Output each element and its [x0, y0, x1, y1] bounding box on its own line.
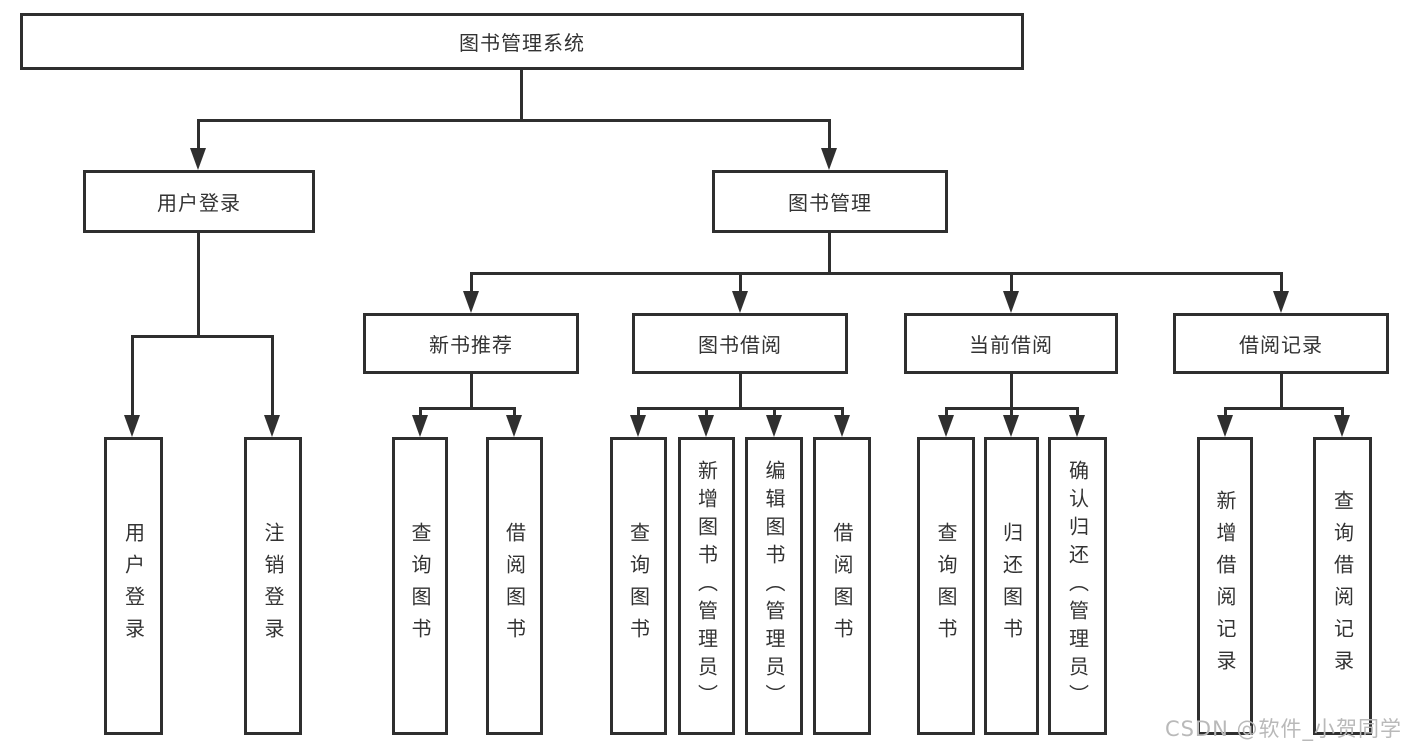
arrowhead-down-icon — [1273, 291, 1289, 313]
node-current-borrow-label: 当前借阅 — [969, 333, 1053, 357]
node-current-borrow: 当前借阅 — [904, 313, 1118, 374]
node-bb-add-book: 新增图书（管理员） — [678, 437, 735, 735]
arrowhead-down-icon — [1003, 415, 1019, 437]
node-bb-borrow-book-label: 借阅图书 — [830, 522, 854, 650]
arrowhead-down-icon — [1217, 415, 1233, 437]
connector-drop — [513, 407, 516, 417]
connector-drop — [470, 272, 473, 293]
connector-drop — [945, 407, 948, 417]
connector-drop — [1076, 407, 1079, 417]
connector-book-mgmt-bar — [470, 272, 1282, 275]
node-cb-query-book-label: 查询图书 — [934, 522, 958, 650]
connector-drop — [419, 407, 422, 417]
connector-borrow-records-bar — [1224, 407, 1344, 410]
node-cb-return-book: 归还图书 — [984, 437, 1039, 735]
node-new-book-rec: 新书推荐 — [363, 313, 579, 374]
connector-drop — [1280, 272, 1283, 293]
connector-current-borrow-stem — [1010, 374, 1013, 407]
connector-drop — [773, 407, 776, 417]
arrowhead-down-icon — [1069, 415, 1085, 437]
node-book-borrow: 图书借阅 — [632, 313, 848, 374]
node-new-book-rec-label: 新书推荐 — [429, 333, 513, 357]
node-bb-borrow-book: 借阅图书 — [813, 437, 871, 735]
csdn-watermark: CSDN @软件_小贺同学 — [1164, 717, 1402, 741]
connector-drop — [841, 407, 844, 417]
connector-drop — [1010, 407, 1013, 417]
node-rec-borrow-book: 借阅图书 — [486, 437, 543, 735]
node-book-mgmt-label: 图书管理 — [788, 191, 872, 215]
arrowhead-down-icon — [821, 148, 837, 170]
connector-drop — [828, 119, 831, 150]
connector-drop — [1341, 407, 1344, 417]
arrowhead-down-icon — [766, 415, 782, 437]
node-cb-query-book: 查询图书 — [917, 437, 975, 735]
node-borrow-records-label: 借阅记录 — [1239, 333, 1323, 357]
node-book-mgmt: 图书管理 — [712, 170, 948, 233]
node-cb-confirm-return: 确认归还（管理员） — [1048, 437, 1107, 735]
connector-drop — [197, 119, 200, 150]
connector-book-mgmt-stem — [828, 233, 831, 272]
node-leaf-logout: 注销登录 — [244, 437, 302, 735]
node-cb-confirm-return-label: 确认归还（管理员） — [1065, 460, 1090, 712]
node-book-borrow-label: 图书借阅 — [698, 333, 782, 357]
node-rec-query-book: 查询图书 — [392, 437, 448, 735]
connector-root-bar — [197, 119, 831, 122]
connector-borrow-records-stem — [1280, 374, 1283, 407]
node-leaf-logout-label: 注销登录 — [261, 522, 285, 650]
node-borrow-records: 借阅记录 — [1173, 313, 1389, 374]
node-br-query-record: 查询借阅记录 — [1313, 437, 1372, 735]
node-br-add-record: 新增借阅记录 — [1197, 437, 1253, 735]
connector-root-stem — [520, 70, 523, 119]
arrowhead-down-icon — [1334, 415, 1350, 437]
connector-book-borrow-bar — [637, 407, 844, 410]
node-user-login: 用户登录 — [83, 170, 315, 233]
connector-drop — [271, 335, 274, 417]
connector-new-book-rec-bar — [419, 407, 516, 410]
node-root-label: 图书管理系统 — [459, 31, 585, 55]
connector-book-borrow-stem — [739, 374, 742, 407]
node-bb-edit-book: 编辑图书（管理员） — [745, 437, 803, 735]
arrowhead-down-icon — [630, 415, 646, 437]
connector-drop — [705, 407, 708, 417]
arrowhead-down-icon — [938, 415, 954, 437]
arrowhead-down-icon — [732, 291, 748, 313]
arrowhead-down-icon — [834, 415, 850, 437]
arrowhead-down-icon — [463, 291, 479, 313]
connector-new-book-rec-stem — [470, 374, 473, 407]
node-bb-add-book-label: 新增图书（管理员） — [694, 460, 719, 712]
node-leaf-user-login: 用户登录 — [104, 437, 163, 735]
arrowhead-down-icon — [124, 415, 140, 437]
connector-drop — [637, 407, 640, 417]
arrowhead-down-icon — [1003, 291, 1019, 313]
node-bb-edit-book-label: 编辑图书（管理员） — [762, 460, 786, 712]
arrowhead-down-icon — [190, 148, 206, 170]
connector-drop — [131, 335, 134, 417]
arrowhead-down-icon — [698, 415, 714, 437]
connector-user-login-bar — [131, 335, 274, 338]
node-br-add-record-label: 新增借阅记录 — [1213, 490, 1237, 682]
node-br-query-record-label: 查询借阅记录 — [1330, 490, 1355, 682]
arrowhead-down-icon — [412, 415, 428, 437]
node-bb-query-book-label: 查询图书 — [626, 522, 651, 650]
node-bb-query-book: 查询图书 — [610, 437, 667, 735]
node-user-login-label: 用户登录 — [157, 191, 241, 215]
node-rec-query-book-label: 查询图书 — [408, 522, 432, 650]
node-leaf-user-login-label: 用户登录 — [121, 522, 146, 650]
connector-drop — [1224, 407, 1227, 417]
connector-user-login-stem — [197, 233, 200, 335]
arrowhead-down-icon — [264, 415, 280, 437]
node-root: 图书管理系统 — [20, 13, 1024, 70]
connector-drop — [739, 272, 742, 293]
arrowhead-down-icon — [506, 415, 522, 437]
node-cb-return-book-label: 归还图书 — [999, 522, 1024, 650]
connector-drop — [1010, 272, 1013, 293]
node-rec-borrow-book-label: 借阅图书 — [502, 522, 527, 650]
